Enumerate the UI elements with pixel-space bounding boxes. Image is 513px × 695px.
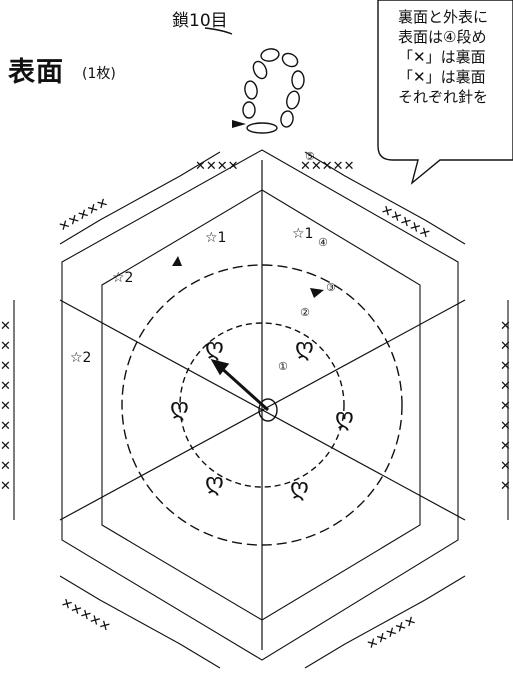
svg-text:✕✕✕✕: ✕✕✕✕	[195, 159, 239, 174]
note-line-5: それぞれ針を	[398, 88, 488, 106]
star-label-1-left: ☆1	[205, 230, 226, 246]
svg-text:✕: ✕	[500, 459, 511, 474]
svg-text:✕: ✕	[500, 379, 511, 394]
round-label-1: ①	[278, 360, 288, 373]
star-label-2-side: ☆2	[70, 350, 91, 366]
svg-text:✕: ✕	[0, 359, 11, 374]
svg-text:ღ: ღ	[295, 333, 314, 361]
page-title: 表面	[8, 50, 64, 89]
svg-text:✕: ✕	[500, 319, 511, 334]
svg-text:✕: ✕	[0, 339, 11, 354]
round-label-5: ⑤	[305, 150, 315, 163]
svg-text:ღ: ღ	[290, 473, 309, 501]
svg-text:ღ: ღ	[205, 468, 224, 496]
chain-label: 鎖10目	[172, 6, 228, 31]
svg-text:✕: ✕	[0, 479, 11, 494]
svg-text:✕: ✕	[500, 359, 511, 374]
star-label-2-top: ☆2	[112, 270, 133, 286]
top-chain-loop	[243, 48, 304, 133]
svg-text:✕: ✕	[500, 339, 511, 354]
note-line-2: 表面は④段め	[398, 28, 486, 46]
note-line-1: 裏面と外表に	[398, 8, 488, 26]
star-label-1-right: ☆1	[292, 226, 313, 242]
start-triangle-top	[232, 120, 246, 128]
svg-text:✕: ✕	[500, 479, 511, 494]
svg-text:✕: ✕	[500, 439, 511, 454]
piece-count: (1枚)	[82, 63, 116, 83]
black-star-marker	[172, 256, 182, 266]
svg-text:✕: ✕	[0, 439, 11, 454]
svg-text:✕✕✕✕✕: ✕✕✕✕✕	[365, 613, 420, 653]
svg-text:✕: ✕	[0, 459, 11, 474]
svg-text:✕: ✕	[500, 419, 511, 434]
note-line-3: 「✕」は裏面	[398, 48, 486, 66]
svg-text:✕: ✕	[0, 399, 11, 414]
svg-text:✕: ✕	[0, 419, 11, 434]
outer-hexagon	[14, 152, 508, 668]
note-line-4: 「✕」は裏面	[398, 68, 486, 86]
svg-text:ღ: ღ	[170, 393, 189, 421]
round-label-3: ③	[326, 281, 336, 294]
svg-text:✕✕✕✕✕: ✕✕✕✕✕	[378, 202, 433, 242]
start-arrow	[218, 365, 268, 410]
start-triangle-r3	[310, 288, 324, 298]
svg-text:ღ: ღ	[205, 333, 224, 361]
svg-text:✕: ✕	[500, 399, 511, 414]
svg-text:ღ: ღ	[335, 403, 354, 431]
svg-text:✕✕✕✕✕: ✕✕✕✕✕	[58, 595, 113, 635]
round-label-4: ④	[318, 236, 328, 249]
svg-text:✕: ✕	[0, 379, 11, 394]
round-label-2: ②	[300, 306, 310, 319]
svg-text:✕: ✕	[0, 319, 11, 334]
